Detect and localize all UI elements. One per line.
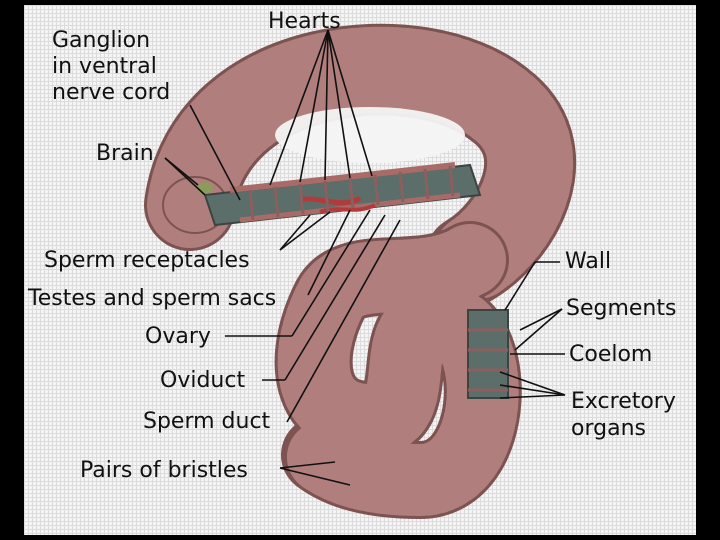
label-sperm-receptacles: Sperm receptacles — [44, 248, 250, 273]
label-ovary: Ovary — [145, 324, 211, 349]
leader-lines — [164, 29, 566, 486]
label-wall: Wall — [565, 249, 611, 274]
label-bristles: Pairs of bristles — [80, 458, 248, 483]
label-hearts: Hearts — [268, 9, 341, 34]
label-brain: Brain — [96, 141, 154, 166]
label-testes: Testes and sperm sacs — [27, 286, 276, 311]
labels: Hearts Ganglion in ventral nerve cord Br… — [27, 9, 676, 483]
label-coelom: Coelom — [569, 342, 652, 367]
label-ganglion-3: nerve cord — [52, 80, 170, 105]
label-sperm-duct: Sperm duct — [143, 409, 271, 434]
label-ganglion-1: Ganglion — [52, 28, 150, 53]
label-oviduct: Oviduct — [160, 368, 245, 393]
label-ganglion-2: in ventral — [52, 54, 157, 79]
label-excretory-2: organs — [571, 416, 646, 441]
label-segments: Segments — [566, 296, 676, 321]
body-cavity — [197, 162, 509, 399]
label-excretory-1: Excretory — [571, 389, 676, 414]
